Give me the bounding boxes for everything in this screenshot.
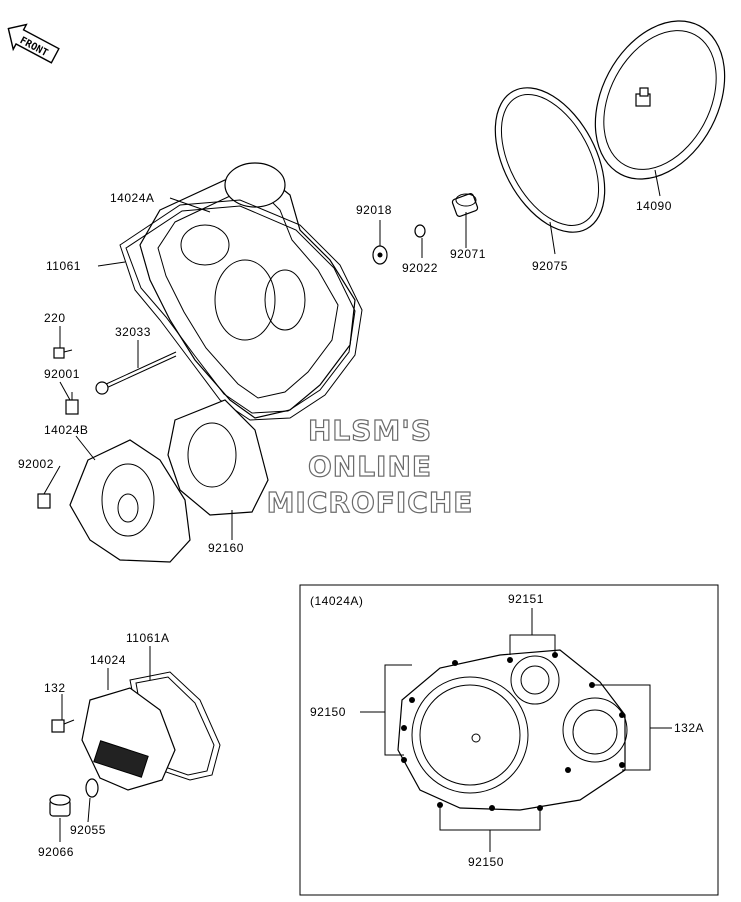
callout-14024B: 14024B: [44, 423, 88, 437]
bolt-92002: [37, 493, 51, 509]
cover-14024B: [69, 439, 191, 563]
o-ring-92055: [85, 778, 99, 798]
inset-title: (14024A): [310, 594, 363, 608]
washer-92018: [372, 245, 388, 265]
callout-14024A: 14024A: [110, 191, 154, 205]
bolt-132: [51, 719, 75, 733]
callout-92055: 92055: [70, 823, 106, 837]
crankcase-cover-14024A: [139, 162, 356, 419]
watermark-line-1: HLSM'S: [308, 414, 432, 447]
cover-14024: [81, 687, 176, 791]
callout-32033: 32033: [115, 325, 151, 339]
o-ring-92075: [494, 87, 606, 233]
callout-132: 132: [44, 681, 66, 695]
callouts: 14024A 11061 92018 92022 92071 92075 140…: [18, 191, 672, 859]
callout-92001: 92001: [44, 367, 80, 381]
callout-92151: 92151: [508, 592, 544, 606]
inset-callouts: (14024A) 92151 92150 132A 92150: [310, 592, 704, 869]
watermark: HLSM'S ONLINE MICROFICHE: [266, 413, 474, 519]
callout-92022: 92022: [402, 261, 438, 275]
callout-92071: 92071: [450, 247, 486, 261]
inset-panel: [299, 584, 719, 896]
watermark-line-3: MICROFICHE: [267, 486, 474, 519]
callout-92150-left: 92150: [310, 705, 346, 719]
callout-92066: 92066: [38, 845, 74, 859]
callout-14024: 14024: [90, 653, 126, 667]
callout-11061A: 11061A: [126, 631, 169, 645]
callout-11061: 11061: [46, 259, 81, 273]
callout-92002: 92002: [18, 457, 54, 471]
callout-14090: 14090: [636, 199, 672, 213]
leader-lines: [43, 169, 661, 842]
disc-cover-14090: [594, 20, 726, 180]
callout-92150-bottom: 92150: [468, 855, 504, 869]
plug-92071: [451, 193, 479, 217]
callout-92075: 92075: [532, 259, 568, 273]
watermark-line-2: ONLINE: [308, 450, 432, 483]
gasket-92160: [167, 399, 269, 516]
front-arrow-badge: FRONT: [7, 23, 60, 64]
callout-220: 220: [44, 311, 66, 325]
bolt-92001: [65, 392, 79, 415]
bolt-220: [53, 347, 73, 359]
washer-92022: [414, 224, 426, 238]
callout-132A: 132A: [674, 721, 704, 735]
callout-92160: 92160: [208, 541, 244, 555]
callout-92018: 92018: [356, 203, 392, 217]
rod-32033: [95, 351, 177, 395]
gasket-11061: [119, 199, 363, 421]
plug-92066: [49, 794, 71, 817]
